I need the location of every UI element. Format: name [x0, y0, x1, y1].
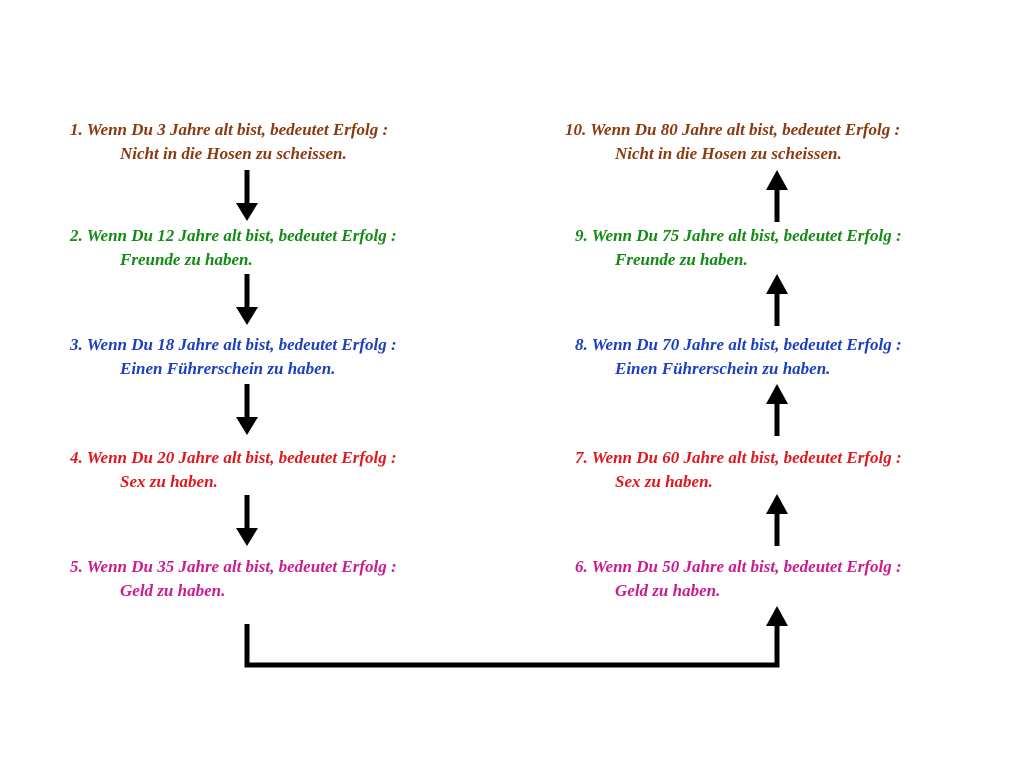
step-9-age-line: 9. Wenn Du 75 Jahre alt bist, bedeutet E… [575, 226, 902, 245]
step-10-age-line: 10. Wenn Du 80 Jahre alt bist, bedeutet … [565, 120, 901, 139]
step-10: 10. Wenn Du 80 Jahre alt bist, bedeutet … [565, 118, 900, 166]
step-7-age-line: 7. Wenn Du 60 Jahre alt bist, bedeutet E… [575, 448, 902, 467]
step-7-success-line: Sex zu haben. [615, 472, 713, 491]
step-9: 9. Wenn Du 75 Jahre alt bist, bedeutet E… [575, 224, 902, 272]
step-5-success-line: Geld zu haben. [120, 581, 226, 600]
step-9-success-line: Freunde zu haben. [615, 250, 748, 269]
step-3: 3. Wenn Du 18 Jahre alt bist, bedeutet E… [70, 333, 397, 381]
step-4: 4. Wenn Du 20 Jahre alt bist, bedeutet E… [70, 446, 397, 494]
arrow-down-4-to-5 [236, 495, 258, 546]
arrow-up-9-to-10 [766, 170, 788, 222]
step-4-success-line: Sex zu haben. [120, 472, 218, 491]
step-1: 1. Wenn Du 3 Jahre alt bist, bedeutet Er… [70, 118, 388, 166]
step-5-age-line: 5. Wenn Du 35 Jahre alt bist, bedeutet E… [70, 557, 397, 576]
step-4-age-line: 4. Wenn Du 20 Jahre alt bist, bedeutet E… [70, 448, 397, 467]
step-7: 7. Wenn Du 60 Jahre alt bist, bedeutet E… [575, 446, 902, 494]
step-8-age-line: 8. Wenn Du 70 Jahre alt bist, bedeutet E… [575, 335, 902, 354]
arrow-down-2-to-3 [236, 274, 258, 325]
arrow-up-7-to-8 [766, 384, 788, 436]
step-2-success-line: Freunde zu haben. [120, 250, 253, 269]
arrow-up-8-to-9 [766, 274, 788, 326]
step-3-age-line: 3. Wenn Du 18 Jahre alt bist, bedeutet E… [70, 335, 397, 354]
step-6: 6. Wenn Du 50 Jahre alt bist, bedeutet E… [575, 555, 902, 603]
step-1-success-line: Nicht in die Hosen zu scheissen. [120, 144, 347, 163]
step-2: 2. Wenn Du 12 Jahre alt bist, bedeutet E… [70, 224, 397, 272]
arrow-up-6-to-7 [766, 494, 788, 546]
arrow-down-3-to-4 [236, 384, 258, 435]
step-8-success-line: Einen Führerschein zu haben. [615, 359, 831, 378]
step-6-success-line: Geld zu haben. [615, 581, 721, 600]
step-10-success-line: Nicht in die Hosen zu scheissen. [615, 144, 842, 163]
step-6-age-line: 6. Wenn Du 50 Jahre alt bist, bedeutet E… [575, 557, 902, 576]
step-8: 8. Wenn Du 70 Jahre alt bist, bedeutet E… [575, 333, 902, 381]
arrow-connector-5-to-6 [244, 606, 788, 668]
step-3-success-line: Einen Führerschein zu haben. [120, 359, 336, 378]
step-2-age-line: 2. Wenn Du 12 Jahre alt bist, bedeutet E… [70, 226, 397, 245]
step-1-age-line: 1. Wenn Du 3 Jahre alt bist, bedeutet Er… [70, 120, 389, 139]
arrow-down-1-to-2 [236, 170, 258, 221]
step-5: 5. Wenn Du 35 Jahre alt bist, bedeutet E… [70, 555, 397, 603]
